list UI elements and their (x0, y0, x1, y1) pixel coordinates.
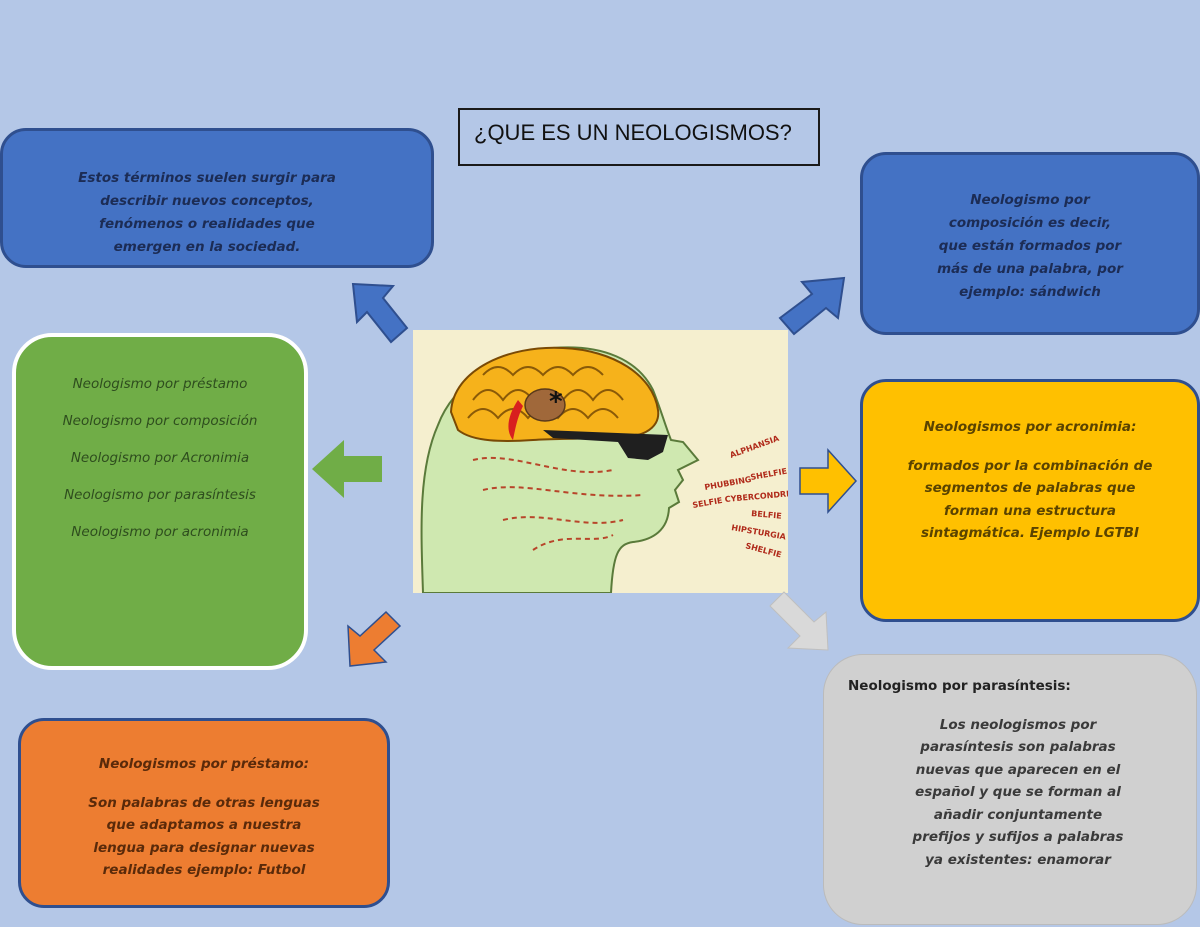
svg-text:*: * (549, 387, 563, 417)
image-word: SHELFIE (750, 467, 788, 482)
image-word: BELFIE (751, 509, 782, 521)
parasynthesis-heading: Neologismo por parasíntesis: (848, 678, 1071, 694)
arrow-left-icon (312, 440, 382, 498)
concept-description-box: Estos términos suelen surgir para descri… (0, 128, 434, 268)
image-word: CYBERCONDRIA (724, 489, 788, 504)
arrow-right-icon (799, 448, 858, 514)
concept-description-text: Estos términos suelen surgir para descri… (78, 170, 336, 255)
arrow-down-left-icon (347, 610, 402, 667)
composition-box: Neologismo por composición es decir, que… (860, 152, 1200, 335)
image-word: SHELFIE (744, 541, 782, 559)
arrow-down-right-icon (769, 591, 829, 651)
image-word: ALPHANSIA (729, 433, 781, 459)
acronymy-body: formados por la combinación de segmentos… (907, 457, 1153, 542)
loan-box: Neologismos por préstamo: Son palabras d… (18, 718, 390, 908)
types-list-item: Neologismo por Acronimia (70, 450, 250, 466)
types-list-box: Neologismo por préstamo Neologismo por c… (12, 333, 308, 670)
parasynthesis-box: Neologismo por parasíntesis: Los neologi… (823, 654, 1197, 925)
composition-text: Neologismo por composición es decir, que… (937, 192, 1123, 300)
image-word: PHUBBING (704, 475, 752, 492)
image-word: SELFIE (692, 496, 723, 510)
image-word: HIPSTURGIA (731, 523, 788, 542)
parasynthesis-body: Los neologismos por parasíntesis son pal… (912, 716, 1124, 868)
brain-illustration: * ALPHANSIA PHUBBING SHELFIE SELFIE CYBE… (413, 330, 788, 593)
arrow-up-right-icon (778, 276, 846, 336)
acronymy-heading: Neologismos por acronimia: (923, 419, 1137, 435)
types-list-item: Neologismo por parasíntesis (64, 487, 256, 503)
types-list-item: Neologismo por acronimia (71, 524, 249, 540)
types-list-item: Neologismo por composición (62, 413, 258, 429)
acronymy-box: Neologismos por acronimia: formados por … (860, 379, 1200, 622)
types-list-item: Neologismo por préstamo (72, 376, 248, 392)
arrow-up-left-icon (351, 282, 409, 344)
diagram-title: ¿QUE ES UN NEOLOGISMOS? (458, 108, 820, 166)
loan-heading: Neologismos por préstamo: (98, 756, 310, 772)
loan-body: Son palabras de otras lenguas que adapta… (88, 794, 320, 879)
